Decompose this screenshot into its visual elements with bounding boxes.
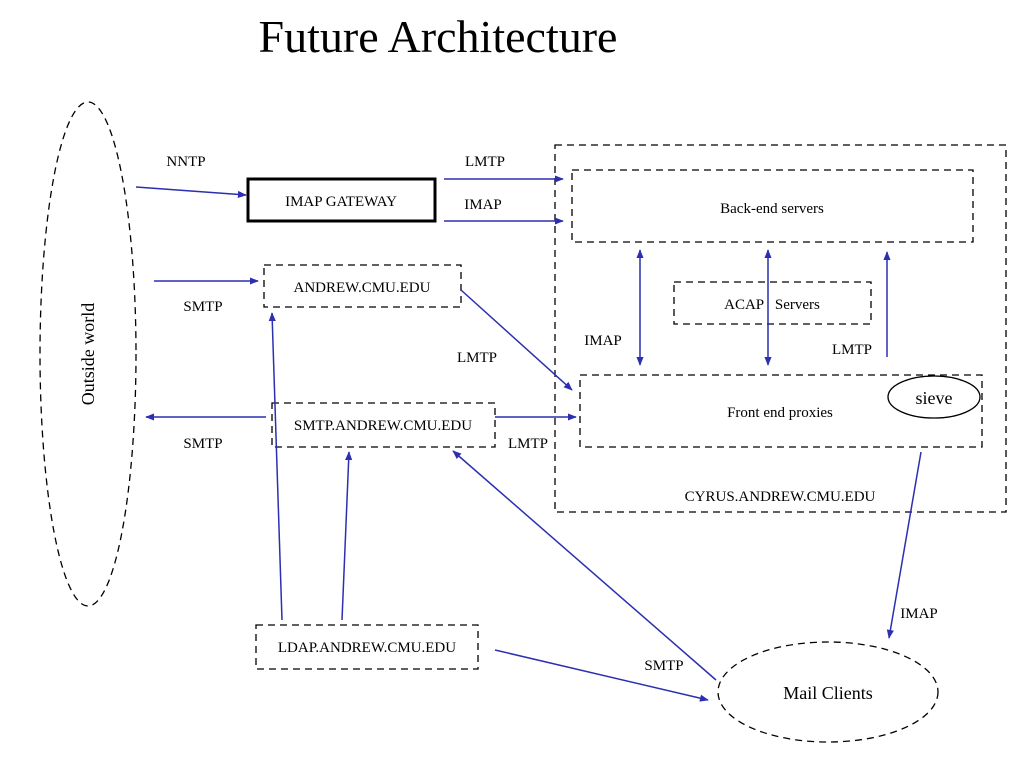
edge-ldap-clients-arrow xyxy=(494,649,709,702)
edge-label-lmtp-mid: LMTP xyxy=(457,350,497,366)
acap-servers-label: ACAP Servers xyxy=(724,297,820,313)
edge-label-smtp-clients: SMTP xyxy=(644,658,683,674)
edge-label-lmtp-smtp: LMTP xyxy=(508,436,548,452)
sieve-label: sieve xyxy=(916,388,953,408)
smtp-andrew-label: SMTP.ANDREW.CMU.EDU xyxy=(294,418,472,434)
backend-servers-node xyxy=(571,169,974,243)
edge-label-lmtp-top: LMTP xyxy=(465,154,505,170)
smtp-andrew-node xyxy=(271,402,496,448)
frontend-proxies-node xyxy=(579,374,983,448)
edge-label-imap-backend: IMAP xyxy=(584,333,622,349)
edge-label-smtp-out: SMTP xyxy=(183,436,222,452)
cyrus-label: CYRUS.ANDREW.CMU.EDU xyxy=(685,489,876,505)
mail-clients-node xyxy=(717,641,939,743)
edge-lmtp-andrew-arrow xyxy=(460,289,573,391)
edge-smtp-clients-arrow xyxy=(452,450,717,681)
edge-label-nntp: NNTP xyxy=(166,154,205,170)
edge-ldap-andrew-arrow xyxy=(268,312,283,621)
ldap-andrew-label: LDAP.ANDREW.CMU.EDU xyxy=(278,640,456,656)
cyrus-container xyxy=(554,144,1007,513)
edge-label-lmtp-backend: LMTP xyxy=(832,342,872,358)
mail-clients-label: Mail Clients xyxy=(783,683,873,703)
page-title: Future Architecture xyxy=(259,11,618,62)
sieve-node xyxy=(887,375,981,419)
andrew-cmu-edu-label: ANDREW.CMU.EDU xyxy=(294,280,431,296)
acap-servers-node xyxy=(673,281,872,325)
backend-servers-label: Back-end servers xyxy=(720,201,824,217)
imap-gateway-node xyxy=(246,177,437,223)
frontend-proxies-label: Front end proxies xyxy=(727,405,833,421)
andrew-cmu-edu-node xyxy=(263,264,462,308)
outside-world-label: Outside world xyxy=(78,303,98,406)
edge-label-imap-top: IMAP xyxy=(464,197,502,213)
imap-gateway-label: IMAP GATEWAY xyxy=(285,194,397,210)
edge-label-smtp-in: SMTP xyxy=(183,299,222,315)
edge-label-imap-clients: IMAP xyxy=(900,606,938,622)
edge-nntp-arrow xyxy=(135,186,247,199)
edge-imap-clients-arrow xyxy=(886,451,922,639)
edge-ldap-smtp-arrow xyxy=(341,451,353,621)
outside-world-node xyxy=(39,101,137,607)
ldap-andrew-node xyxy=(255,624,479,670)
